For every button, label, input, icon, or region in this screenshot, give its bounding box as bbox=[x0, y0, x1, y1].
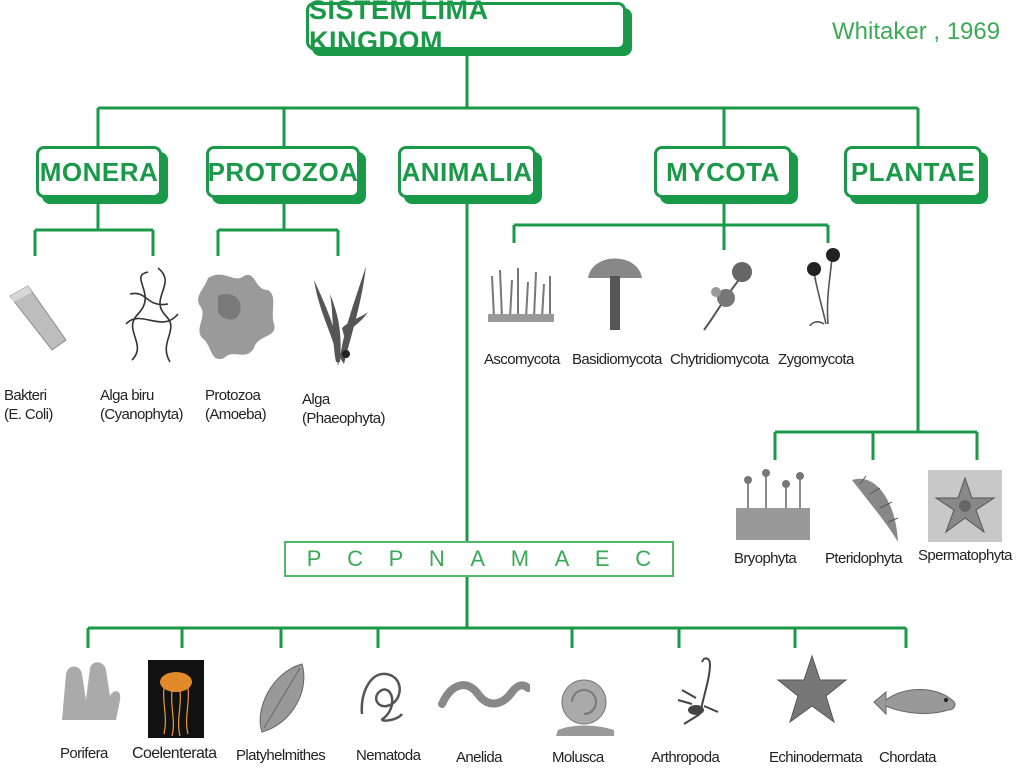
anelida-image bbox=[438, 681, 530, 708]
mycota-label-2: Basidiomycota bbox=[572, 351, 662, 368]
label-line2: (E. Coli) bbox=[4, 406, 53, 423]
label-line1: Alga bbox=[302, 391, 330, 408]
coelenterata-image bbox=[148, 660, 204, 738]
chordata-image bbox=[873, 689, 956, 716]
animalia-label-1: Porifera bbox=[60, 745, 108, 762]
initial-4: N bbox=[428, 546, 445, 571]
kingdom-mycota: MYCOTA bbox=[654, 146, 792, 198]
author-citation: Whitaker , 1969 bbox=[832, 18, 1001, 45]
mycota-label-3: Chytridiomycota bbox=[670, 351, 769, 368]
animalia-label-4: Nematoda bbox=[356, 747, 421, 764]
label-line2: (Amoeba) bbox=[205, 406, 267, 423]
arthropoda-image bbox=[677, 657, 719, 725]
animalia-label-2: Coelenterata bbox=[132, 745, 217, 762]
initial-5: A bbox=[470, 546, 486, 571]
label-line2: (Phaeophyta) bbox=[302, 410, 385, 427]
initial-7: A bbox=[554, 546, 570, 571]
chytridiomycota-image bbox=[703, 262, 752, 331]
basidiomycota-image bbox=[588, 258, 642, 330]
mycota-label-4: Zygomycota bbox=[778, 351, 854, 368]
animalia-label-3: Platyhelmithes bbox=[236, 747, 326, 764]
initial-9: C bbox=[635, 546, 652, 571]
protozoa-label-1: Protozoa (Amoeba) bbox=[205, 386, 267, 424]
mycota-label-1: Ascomycota bbox=[484, 351, 560, 368]
kingdom-plantae: PLANTAE bbox=[844, 146, 982, 198]
label-line1: Alga biru bbox=[100, 387, 154, 404]
plantae-label-1: Bryophyta bbox=[734, 550, 797, 567]
protozoa-label-2: Alga (Phaeophyta) bbox=[302, 390, 385, 428]
title-box: SISTEM LIMA KINGDOM bbox=[306, 0, 626, 56]
kingdom-animalia: ANIMALIA bbox=[398, 146, 536, 198]
animalia-label-6: Molusca bbox=[552, 749, 604, 766]
spermatophyta-image bbox=[928, 470, 1002, 542]
bacteria-image bbox=[9, 285, 67, 351]
platyhelminthes-image bbox=[259, 663, 305, 733]
ascomycota-image bbox=[488, 268, 554, 322]
phylum-initials-box: P C P N A M A E C bbox=[284, 541, 674, 577]
monera-label-1: Bakteri (E. Coli) bbox=[4, 386, 53, 424]
initial-2: C bbox=[347, 546, 363, 571]
animalia-label-9: Chordata bbox=[879, 749, 937, 766]
animalia-label-7: Arthropoda bbox=[651, 749, 720, 766]
bryophyta-image bbox=[736, 469, 810, 540]
molusca-image bbox=[556, 679, 614, 736]
cyanophyta-image bbox=[125, 267, 179, 363]
amoeba-image bbox=[198, 274, 275, 360]
initial-3: P bbox=[388, 546, 404, 571]
plantae-label-3: Spermatophyta bbox=[918, 547, 1013, 564]
label-line1: Bakteri bbox=[4, 387, 47, 404]
pteridophyta-image bbox=[852, 475, 899, 542]
initial-8: E bbox=[594, 546, 610, 571]
phaeophyta-image bbox=[314, 266, 368, 366]
porifera-image bbox=[62, 662, 121, 720]
label-line1: Protozoa bbox=[205, 387, 261, 404]
animalia-label-5: Anelida bbox=[456, 749, 502, 766]
initial-1: P bbox=[306, 546, 322, 571]
animalia-label-8: Echinodermata bbox=[769, 749, 863, 766]
initial-6: M bbox=[510, 546, 530, 571]
monera-label-2: Alga biru (Cyanophyta) bbox=[100, 386, 183, 424]
kingdom-monera: MONERA bbox=[36, 146, 162, 198]
kingdom-protozoa: PROTOZOA bbox=[206, 146, 360, 198]
plantae-label-2: Pteridophyta bbox=[825, 550, 903, 567]
zygomycota-image bbox=[807, 248, 840, 327]
echinodermata-image bbox=[776, 654, 848, 724]
label-line2: (Cyanophyta) bbox=[100, 406, 183, 423]
nematoda-image bbox=[360, 672, 403, 722]
